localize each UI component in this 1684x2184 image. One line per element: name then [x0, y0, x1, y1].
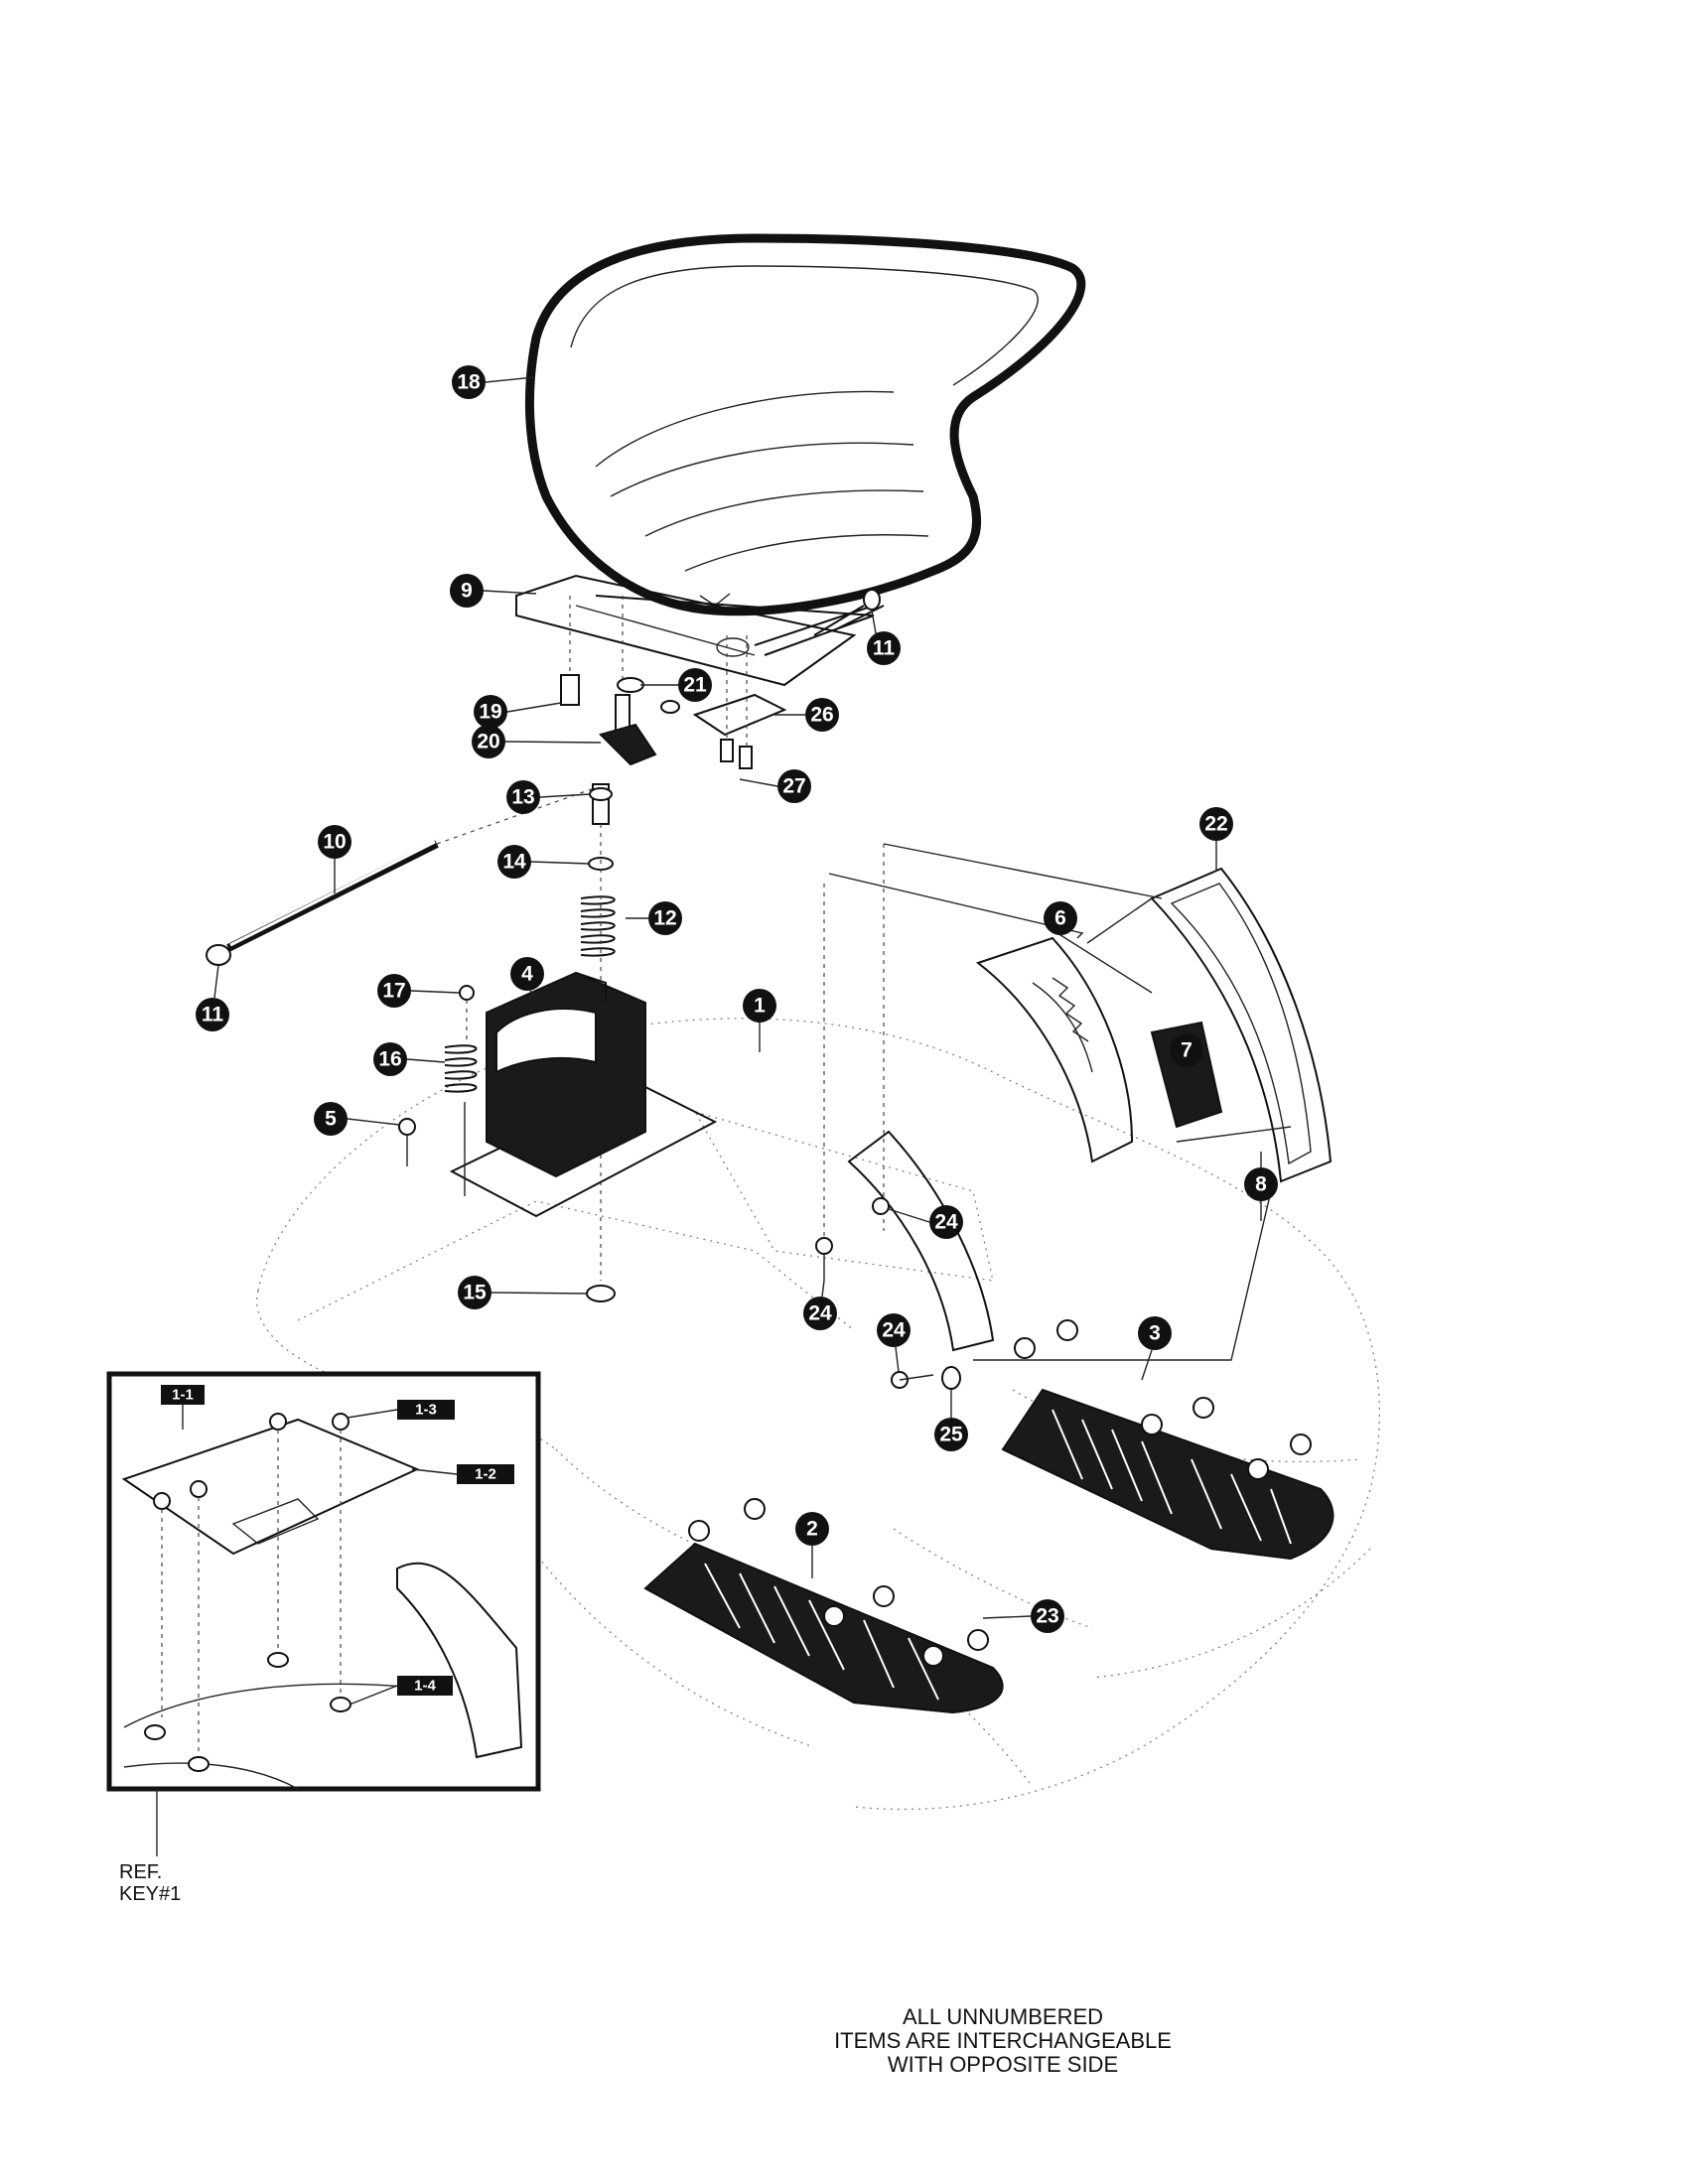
callout-12: 12	[648, 901, 682, 935]
callout-8: 8	[1244, 1167, 1278, 1201]
callout-7: 7	[1170, 1033, 1203, 1067]
svg-text:6: 6	[1054, 907, 1066, 930]
inset-tag-1-4: 1-4	[397, 1676, 453, 1696]
callout-24-left: 24	[803, 1297, 837, 1330]
svg-text:21: 21	[683, 674, 707, 697]
svg-text:2: 2	[806, 1518, 818, 1541]
fender-left-panel	[975, 936, 1134, 1163]
seat-spring-assembly	[580, 783, 616, 1302]
callout-17: 17	[377, 974, 411, 1008]
callout-3: 3	[1138, 1316, 1172, 1350]
svg-text:17: 17	[382, 980, 405, 1003]
inset-tag-1-3: 1-3	[397, 1400, 455, 1420]
svg-text:1-2: 1-2	[475, 1466, 496, 1483]
front-fender-strip	[823, 844, 995, 1352]
callout-20: 20	[472, 725, 505, 758]
svg-text:20: 20	[477, 731, 499, 753]
callout-15: 15	[458, 1276, 491, 1309]
callout-11-bottom: 11	[196, 998, 229, 1031]
callout-27: 27	[777, 769, 811, 803]
seat	[524, 233, 1086, 616]
svg-text:14: 14	[502, 851, 526, 874]
callout-10: 10	[318, 825, 351, 859]
svg-text:25: 25	[939, 1424, 963, 1446]
svg-text:24: 24	[808, 1302, 832, 1325]
ref-key-note: REF. KEY#1	[119, 1861, 238, 1905]
battery-spring	[444, 985, 478, 1196]
svg-text:15: 15	[463, 1282, 487, 1304]
callout-22: 22	[1199, 807, 1233, 841]
battery-tray	[449, 971, 718, 1218]
fender-right-panel	[1150, 867, 1333, 1183]
fender-fasteners	[815, 1197, 961, 1390]
svg-text:4: 4	[521, 963, 533, 986]
footer-note-line-1: ALL UNNUMBERED	[902, 2004, 1104, 2029]
inset-detail-panel	[106, 1371, 541, 1856]
svg-text:8: 8	[1255, 1173, 1267, 1196]
callout-19: 19	[474, 695, 507, 729]
svg-text:13: 13	[511, 786, 534, 809]
callout-13: 13	[506, 780, 540, 814]
fender-pad-7	[1150, 1021, 1292, 1143]
callout-21: 21	[678, 668, 712, 702]
seat-hardware	[560, 596, 753, 769]
svg-text:23: 23	[1036, 1605, 1058, 1628]
svg-text:24: 24	[882, 1319, 906, 1342]
callout-11-top: 11	[867, 631, 901, 665]
callout-18: 18	[452, 365, 486, 399]
footrest-right	[1001, 1319, 1334, 1561]
callout-26: 26	[805, 698, 839, 732]
seat-hinge-rod	[206, 783, 607, 966]
callout-5: 5	[314, 1102, 348, 1136]
callout-9: 9	[450, 574, 484, 608]
svg-text:7: 7	[1181, 1039, 1193, 1062]
svg-text:3: 3	[1149, 1322, 1161, 1345]
callout-2: 2	[795, 1512, 829, 1546]
seat-bracket-rod	[595, 589, 881, 656]
footer-note-line-2: ITEMS ARE INTERCHANGEABLE	[834, 2028, 1172, 2053]
bolt-5	[398, 1118, 416, 1166]
svg-text:1: 1	[754, 995, 766, 1018]
callout-25: 25	[934, 1418, 968, 1451]
inset-tag-1-1: 1-1	[161, 1385, 205, 1405]
callout-4: 4	[510, 957, 544, 991]
footer-note-line-3: WITH OPPOSITE SIDE	[887, 2052, 1119, 2077]
callout-24-upper: 24	[929, 1205, 963, 1239]
svg-text:24: 24	[934, 1211, 958, 1234]
svg-text:11: 11	[202, 1004, 224, 1026]
svg-text:27: 27	[782, 775, 805, 798]
svg-text:5: 5	[325, 1108, 337, 1131]
callout-16: 16	[373, 1042, 407, 1076]
callout-14: 14	[497, 845, 531, 879]
svg-text:11: 11	[873, 637, 896, 660]
callout-6: 6	[1044, 901, 1077, 935]
svg-text:19: 19	[479, 701, 501, 724]
svg-text:9: 9	[461, 580, 473, 603]
footrest-left	[643, 1498, 1004, 1714]
svg-text:1-3: 1-3	[415, 1402, 437, 1419]
inset-fasteners	[144, 1413, 351, 1772]
svg-text:16: 16	[378, 1048, 401, 1071]
callout-1: 1	[743, 989, 776, 1023]
footrest-right-bolts	[1014, 1319, 1312, 1480]
footer-interchangeable-note: ALL UNNUMBERED ITEMS ARE INTERCHANGEABLE…	[784, 2005, 1221, 2077]
callout-24-lower: 24	[877, 1313, 911, 1347]
ref-note-line-2: KEY#1	[119, 1883, 182, 1905]
svg-text:10: 10	[323, 831, 346, 854]
footrest-left-bolts	[688, 1498, 989, 1667]
inset-tag-1-2: 1-2	[457, 1464, 514, 1484]
ref-note-line-1: REF.	[119, 1861, 163, 1883]
callout-23: 23	[1031, 1599, 1064, 1633]
svg-text:26: 26	[810, 704, 833, 727]
svg-text:18: 18	[457, 371, 481, 394]
svg-text:22: 22	[1204, 813, 1227, 836]
svg-text:12: 12	[653, 907, 676, 930]
svg-text:1-1: 1-1	[172, 1387, 194, 1404]
seat-pan	[515, 574, 885, 737]
svg-text:1-4: 1-4	[414, 1678, 436, 1695]
